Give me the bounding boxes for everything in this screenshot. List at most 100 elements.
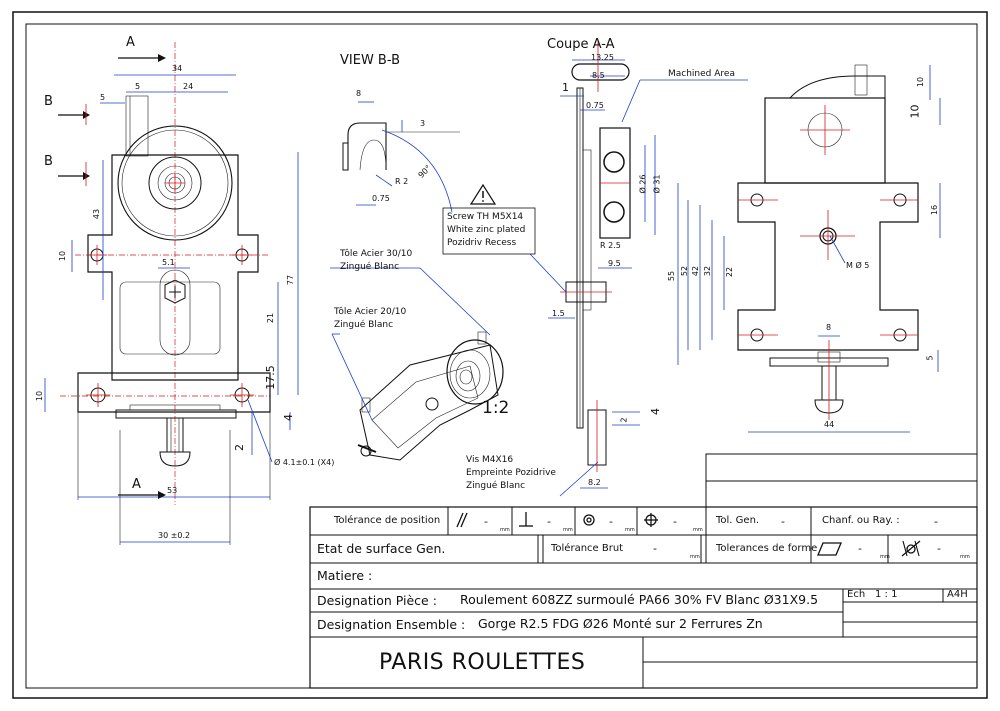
dim-front-5a: 5	[135, 82, 141, 91]
note-tole30-1: Tôle Acier 30/10	[340, 249, 413, 259]
tb-material: Matiere :	[317, 568, 373, 583]
dim-side-32: 32	[703, 265, 713, 277]
tb-dash-6: -	[934, 515, 938, 528]
dim-front-5b: 5	[100, 93, 106, 102]
tb-dash-5: -	[781, 515, 785, 528]
dim-front-24: 24	[183, 82, 194, 91]
dim-viewb-8: 8	[356, 89, 362, 98]
tb-scale-value: 1 : 1	[875, 589, 898, 600]
dim-front-77: 77	[286, 274, 296, 286]
dim-front-10b: 10	[35, 390, 45, 402]
dim-side-42: 42	[691, 265, 701, 277]
tb-dash-7: -	[653, 542, 657, 555]
dim-side-10b: 10	[908, 104, 922, 119]
warning-icon	[442, 183, 536, 255]
dim-sec-8-2: 8.2	[588, 478, 601, 487]
tb-dash-2: -	[547, 515, 551, 528]
tb-dash-4: -	[673, 515, 677, 528]
dim-side-8: 8	[826, 323, 832, 332]
dim-front-10a: 10	[58, 250, 68, 262]
dim-viewb-r2: R 2	[395, 177, 409, 186]
dim-sec-8-5: 8.5	[592, 71, 605, 80]
section-title: Coupe A-A	[547, 37, 615, 52]
tb-assembly-label: Designation Ensemble :	[317, 617, 466, 632]
section-marker-a-top: A	[126, 35, 135, 50]
note-tole20-2: Zingué Blanc	[334, 320, 394, 330]
tb-surface-state: Etat de surface Gen.	[317, 541, 446, 556]
section-marker-a-bottom: A	[132, 477, 141, 492]
view-title: VIEW B-B	[340, 53, 400, 68]
dim-side-55: 55	[667, 270, 677, 282]
note-screw-1: Screw TH M5X14	[447, 212, 524, 222]
note-vis-3: Zingué Blanc	[466, 481, 526, 491]
tb-unit-7: mm	[960, 554, 970, 560]
dim-front-21: 21	[266, 312, 276, 324]
dim-front-53: 53	[167, 486, 178, 495]
dim-viewb-3: 3	[420, 119, 426, 128]
isometric-view	[330, 267, 504, 461]
dim-side-22: 22	[725, 266, 735, 278]
tb-scale-label: Ech	[847, 589, 866, 600]
tb-assembly-value: Gorge R2.5 FDG Ø26 Monté sur 2 Ferrures …	[478, 616, 763, 631]
dim-sec-1-5: 1.5	[552, 309, 565, 318]
dim-sec-0-75: 0.75	[586, 101, 604, 110]
inner-frame	[25, 23, 978, 689]
section-marker-b-top: B	[44, 94, 53, 109]
tb-dash-1: -	[484, 515, 488, 528]
tb-unit-2: mm	[563, 527, 573, 533]
note-screw-2: White zinc plated	[447, 225, 526, 235]
tb-company: PARIS ROULETTES	[379, 650, 586, 675]
title-block-lines	[309, 453, 978, 689]
note-tole20-1: Tôle Acier 20/10	[334, 307, 407, 317]
tb-part-label: Designation Pièce :	[317, 593, 437, 608]
tb-raw-tolerance: Tolérance Brut	[551, 543, 624, 554]
tb-unit-6: mm	[880, 554, 890, 560]
dim-front-30: 30 ±0.2	[158, 531, 191, 540]
note-hole: Ø 4.1±0.1 (X4)	[274, 458, 335, 467]
dim-viewb-0-75: 0.75	[372, 194, 390, 203]
tb-unit-5: mm	[690, 554, 700, 560]
side-view	[677, 64, 941, 433]
note-m5: M Ø 5	[846, 261, 870, 270]
tb-dash-8: -	[858, 542, 862, 555]
dim-side-5: 5	[925, 355, 935, 361]
dim-side-10a: 10	[916, 76, 926, 88]
tb-dash-9: -	[937, 542, 941, 555]
dim-sec-d26: Ø 26	[638, 174, 648, 194]
tb-unit-1: mm	[500, 527, 510, 533]
dim-front-34: 34	[172, 64, 183, 73]
dim-side-52: 52	[680, 265, 690, 277]
outer-frame	[12, 11, 988, 699]
note-vis-1: Vis M4X16	[466, 455, 514, 465]
note-machined-area: Machined Area	[668, 69, 735, 79]
note-screw-3: Pozidriv Recess	[447, 238, 517, 248]
dim-sec-r2-5: R 2.5	[600, 241, 621, 250]
note-tole30-2: Zingué Blanc	[340, 262, 400, 272]
dim-sec-d31: Ø 31	[652, 174, 662, 194]
dim-front-43: 43	[92, 208, 102, 220]
note-vis-2: Empreinte Pozidrive	[466, 468, 556, 478]
front-view	[44, 42, 299, 545]
tb-position-tolerance: Tolérance de position	[334, 515, 441, 526]
dim-sec-13-25: 13.25	[591, 53, 614, 62]
dim-front-5-1: 5.1	[162, 258, 175, 267]
tb-gen-tol: Tol. Gen.	[716, 515, 760, 526]
tb-unit-4: mm	[693, 527, 703, 533]
tb-part-value: Roulement 608ZZ surmoulé PA66 30% FV Bla…	[460, 592, 819, 607]
tb-unit-3: mm	[625, 527, 635, 533]
view-b-b	[342, 101, 460, 213]
dim-sec-1: 1	[562, 81, 569, 94]
dim-sec-9-5: 9.5	[608, 259, 621, 268]
dim-side-44: 44	[824, 420, 835, 429]
tb-format: A4H	[947, 589, 968, 600]
dim-front-2: 2	[233, 444, 246, 451]
dim-front-17-5: 17.5	[263, 365, 277, 390]
tb-chamfer: Chanf. ou Ray. :	[822, 515, 900, 526]
dim-front-4: 4	[282, 414, 295, 421]
dim-side-16: 16	[930, 204, 940, 216]
section-marker-b-bottom: B	[44, 154, 53, 169]
tb-form-tol: Tolerances de forme	[716, 543, 818, 554]
dim-sec-2: 2	[619, 417, 629, 423]
dim-sec-4: 4	[649, 408, 662, 415]
